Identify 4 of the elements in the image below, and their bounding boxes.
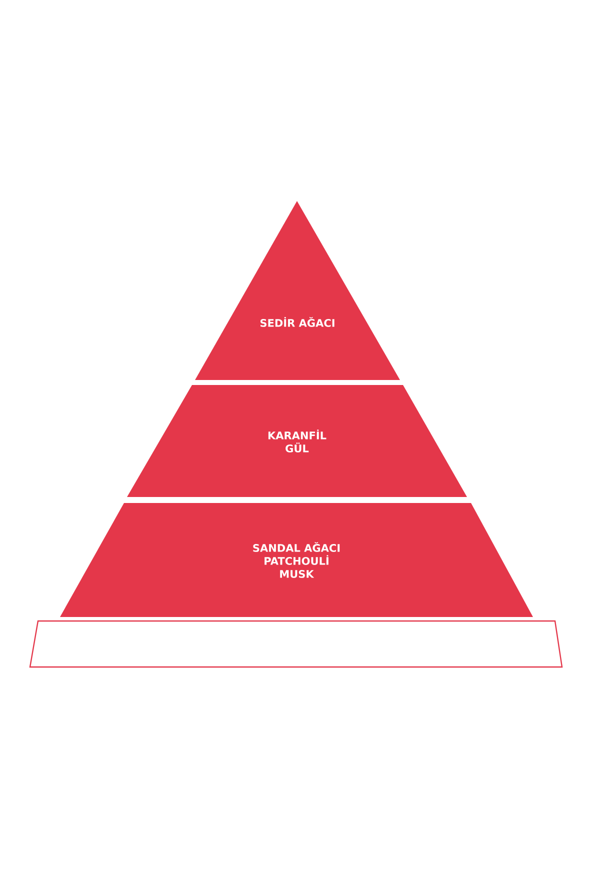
pyramid-tier: KARANFİL GÜL — [127, 385, 467, 497]
pyramid-tier: SEDİR AĞACI — [195, 201, 400, 380]
pyramid-tier: SANDAL AĞACI PATCHOULİ MUSK — [60, 503, 533, 617]
pyramid-base-band — [29, 620, 563, 668]
